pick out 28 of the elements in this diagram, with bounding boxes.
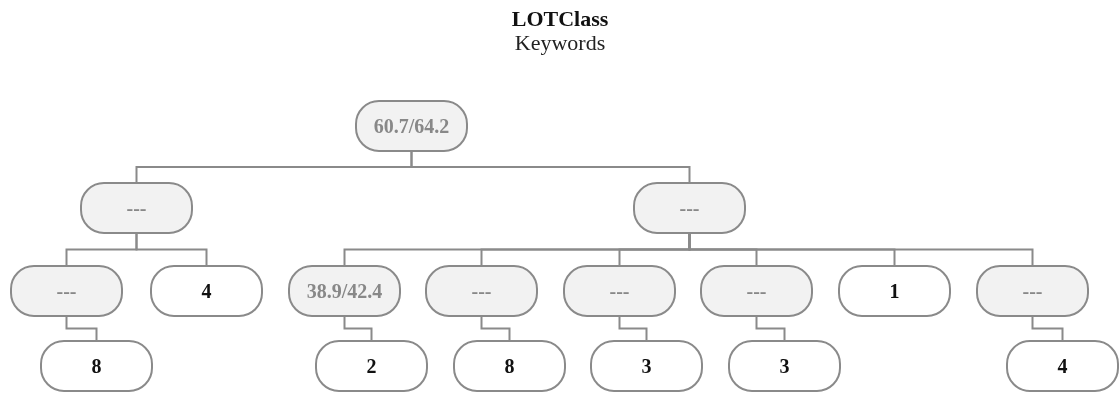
connector-line — [65, 316, 98, 341]
diagram-title: LOTClass — [510, 6, 610, 32]
tree-node: 3 — [590, 340, 703, 392]
tree-node: 3 — [728, 340, 841, 392]
tree-node: --- — [10, 265, 123, 317]
connector-line — [688, 233, 1034, 266]
tree-node: 38.9/42.4 — [288, 265, 401, 317]
tree-node: 1 — [838, 265, 951, 317]
connector-line — [135, 233, 208, 266]
tree-node: --- — [563, 265, 676, 317]
tree-node: 2 — [315, 340, 428, 392]
tree-node: --- — [80, 182, 193, 234]
connector-line — [410, 151, 691, 183]
tree-node: 60.7/64.2 — [355, 100, 468, 152]
tree-node: --- — [700, 265, 813, 317]
connector-line — [618, 316, 648, 341]
connector-line — [755, 316, 786, 341]
tree-node: 4 — [150, 265, 263, 317]
tree-node: 8 — [453, 340, 566, 392]
diagram-subtitle: Keywords — [513, 30, 607, 56]
tree-node: --- — [633, 182, 746, 234]
tree-node: --- — [425, 265, 538, 317]
tree-node: 4 — [1006, 340, 1119, 392]
tree-node: 8 — [40, 340, 153, 392]
connector-line — [480, 316, 511, 341]
connector-line — [343, 316, 373, 341]
connector-line — [1031, 316, 1064, 341]
tree-node: --- — [976, 265, 1089, 317]
